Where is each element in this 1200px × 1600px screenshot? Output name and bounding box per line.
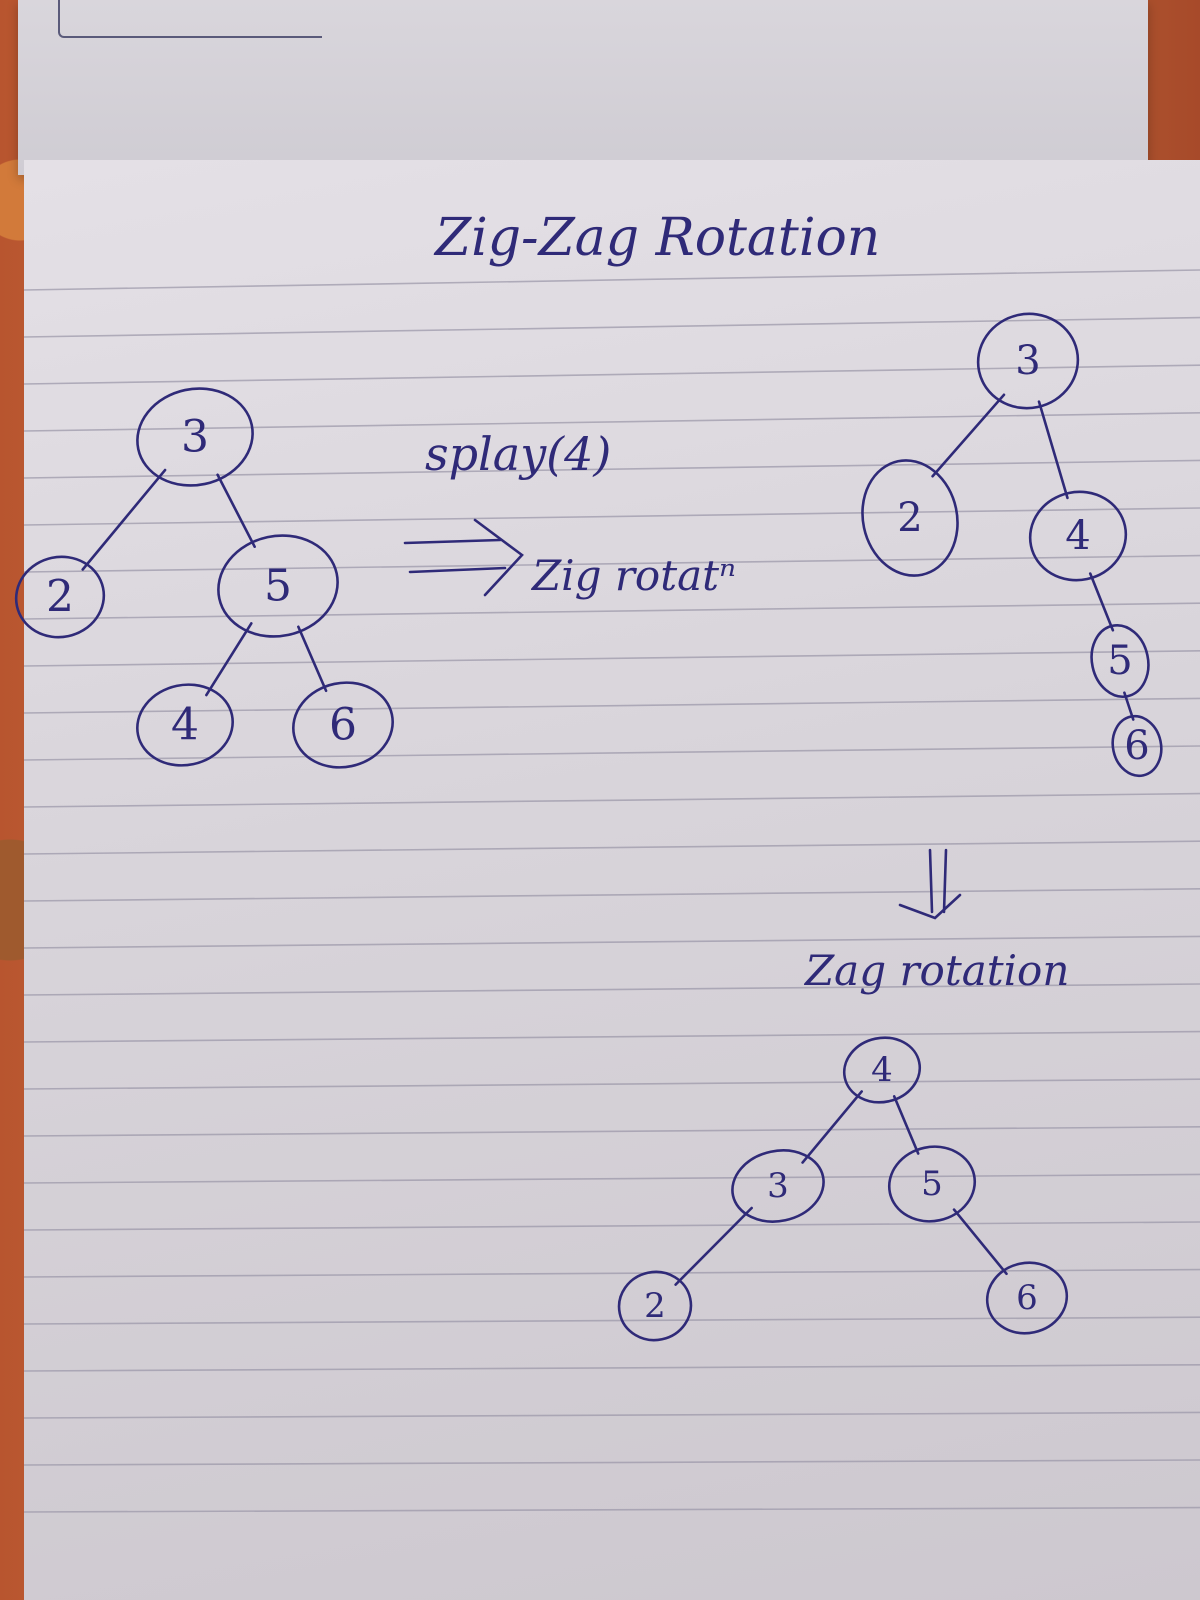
ruled-line: [23, 650, 1200, 667]
tree-node-circle: [617, 1270, 693, 1342]
tree-edge: [801, 1090, 864, 1164]
ruled-line: [23, 602, 1200, 620]
tree-edge: [297, 625, 328, 693]
tree-node-label: 6: [329, 700, 357, 751]
ruled-line: [23, 888, 1200, 902]
notebook-page: [24, 160, 1200, 1600]
tree-after-zig: 3 2 4 5 6: [861, 312, 1163, 778]
zag-arrow: [898, 848, 962, 920]
tree-node-label: 2: [644, 1286, 666, 1326]
tree-edge: [205, 622, 253, 697]
tree-edge: [216, 473, 256, 548]
ruled-line: [23, 1316, 1200, 1325]
ruled-line: [23, 412, 1200, 432]
ruled-line: [23, 697, 1200, 714]
tree-node-label: 3: [767, 1166, 789, 1206]
tree-node-label: 5: [264, 561, 292, 612]
ruled-line: [23, 935, 1200, 949]
tree-edge: [1088, 572, 1115, 632]
tree-after-zag: 4 3 5 2 6: [617, 1036, 1069, 1342]
tree-edge: [931, 393, 1006, 478]
tree-node-circle: [842, 1036, 922, 1104]
ruled-line: [23, 983, 1200, 996]
tree-node-circle: [14, 555, 106, 639]
tree-node-circle: [136, 683, 234, 767]
tree-edge: [952, 1208, 1008, 1276]
tree-edge: [1037, 400, 1069, 500]
ruled-line: [23, 1173, 1200, 1184]
tree-edge: [81, 468, 167, 571]
tree-node-label: 4: [1065, 513, 1090, 559]
tree-initial: 3 2 5 4 6: [14, 387, 394, 769]
zag-step-label: Zag rotation: [803, 946, 1069, 995]
previous-page: [18, 0, 1148, 175]
tree-edge: [674, 1206, 753, 1286]
tree-node-circle: [1028, 490, 1128, 582]
zig-arrow: [403, 518, 524, 597]
tree-node-label: 2: [46, 572, 74, 623]
ruled-line: [23, 1030, 1200, 1043]
tree-node-circle: [976, 312, 1080, 410]
tree-node-circle: [887, 1145, 977, 1223]
ruled-line: [23, 745, 1200, 761]
previous-page-box: [58, 0, 322, 38]
ruled-line: [23, 1078, 1200, 1090]
tree-node-circle: [731, 1149, 825, 1223]
tree-node-label: 4: [871, 1050, 893, 1090]
ruled-line: [23, 459, 1200, 479]
tree-node-label: 2: [897, 495, 922, 541]
tree-node-label: 3: [181, 412, 209, 463]
tree-node-circle: [217, 534, 339, 638]
tree-node-circle: [1090, 624, 1150, 698]
ruled-line: [23, 1364, 1200, 1372]
ruled-lines: [23, 269, 1200, 1513]
tree-node-label: 6: [1016, 1278, 1038, 1318]
tree-node-label: 3: [1015, 338, 1040, 384]
ruled-line: [23, 364, 1200, 385]
zig-step-label: Zig rotatⁿ: [530, 551, 736, 600]
tree-node-circle: [861, 459, 959, 577]
trees: 3 2 5 4 6 3 2 4 5 6 4 3 5 2 6: [14, 312, 1163, 1342]
ruled-line: [23, 1126, 1200, 1137]
ruled-line: [23, 1506, 1200, 1513]
operation-label: splay(4): [425, 427, 611, 481]
ruled-line: [23, 792, 1200, 808]
tree-node-circle: [1111, 714, 1163, 778]
tree-node-circle: [292, 681, 394, 769]
ruled-line: [23, 316, 1200, 338]
tree-edge: [892, 1095, 920, 1155]
tree-node-label: 4: [171, 700, 199, 751]
ruled-line: [23, 1411, 1200, 1419]
diagram-title: Zig-Zag Rotation: [433, 208, 880, 268]
tree-node-label: 6: [1124, 723, 1149, 769]
ruled-line: [23, 1268, 1200, 1278]
tree-node-circle: [136, 387, 254, 487]
ruled-line: [23, 507, 1200, 526]
ruled-line: [23, 554, 1200, 573]
tree-node-circle: [985, 1261, 1069, 1335]
ruled-line: [23, 840, 1200, 855]
ruled-line: [23, 269, 1200, 291]
tree-node-label: 5: [921, 1164, 943, 1204]
tree-node-label: 5: [1107, 638, 1132, 684]
ruled-line: [23, 1459, 1200, 1466]
ruled-line: [23, 1221, 1200, 1231]
